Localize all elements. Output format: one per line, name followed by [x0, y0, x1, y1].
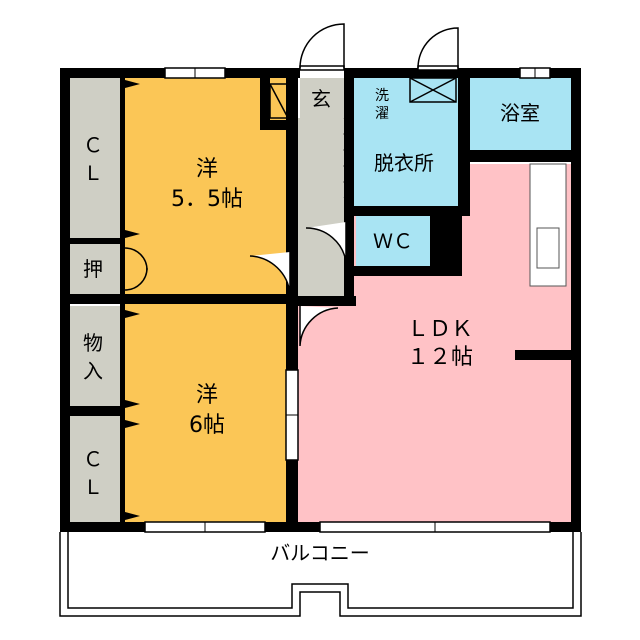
laundry-line2: 濯 — [375, 106, 389, 122]
western-2-size: 6帖 — [189, 413, 225, 438]
shoe-rack — [343, 117, 353, 199]
balcony-label: バルコニー — [270, 541, 370, 565]
oshiire-label: 押 — [83, 257, 103, 281]
closet-top-line1: Ｃ — [83, 133, 103, 157]
wc-room — [356, 216, 430, 266]
laundry-line1: 洗 — [375, 88, 389, 104]
hallway-floor — [298, 118, 344, 296]
storage-line1: 物 — [83, 331, 103, 355]
ldk-name: ＬＤＫ — [407, 317, 473, 342]
entrance-label: 玄 — [311, 87, 331, 111]
storage-line2: 入 — [83, 359, 103, 383]
western-1-size: 5．5帖 — [171, 187, 243, 212]
dressing-label: 脱衣所 — [374, 151, 434, 175]
window-sashes — [194, 68, 536, 532]
closet-top-line2: Ｌ — [83, 161, 103, 185]
closet-bottom — [70, 416, 120, 522]
closet-top — [70, 78, 120, 238]
bath-label: 浴室 — [500, 101, 540, 125]
western-room-1 — [125, 78, 286, 298]
entrance-floor — [300, 78, 344, 118]
closet-bottom-line2: Ｌ — [83, 475, 103, 499]
storage-closet — [70, 306, 120, 406]
kitchen-sink — [536, 227, 560, 269]
oshiire-closet — [70, 244, 120, 294]
dressing-room — [353, 78, 458, 206]
closet-bottom-line1: Ｃ — [83, 447, 103, 471]
balcony — [59, 532, 582, 617]
appliance-marks — [269, 77, 461, 265]
wc-label: ＷＣ — [373, 229, 413, 253]
western-2-name: 洋 — [196, 383, 218, 408]
bath-room — [470, 78, 571, 152]
door-swings — [124, 23, 459, 347]
ldk-size: １２帖 — [407, 345, 473, 370]
western-1-name: 洋 — [196, 157, 218, 182]
sliding-door-marks — [125, 80, 140, 520]
western-room-2 — [125, 304, 286, 522]
